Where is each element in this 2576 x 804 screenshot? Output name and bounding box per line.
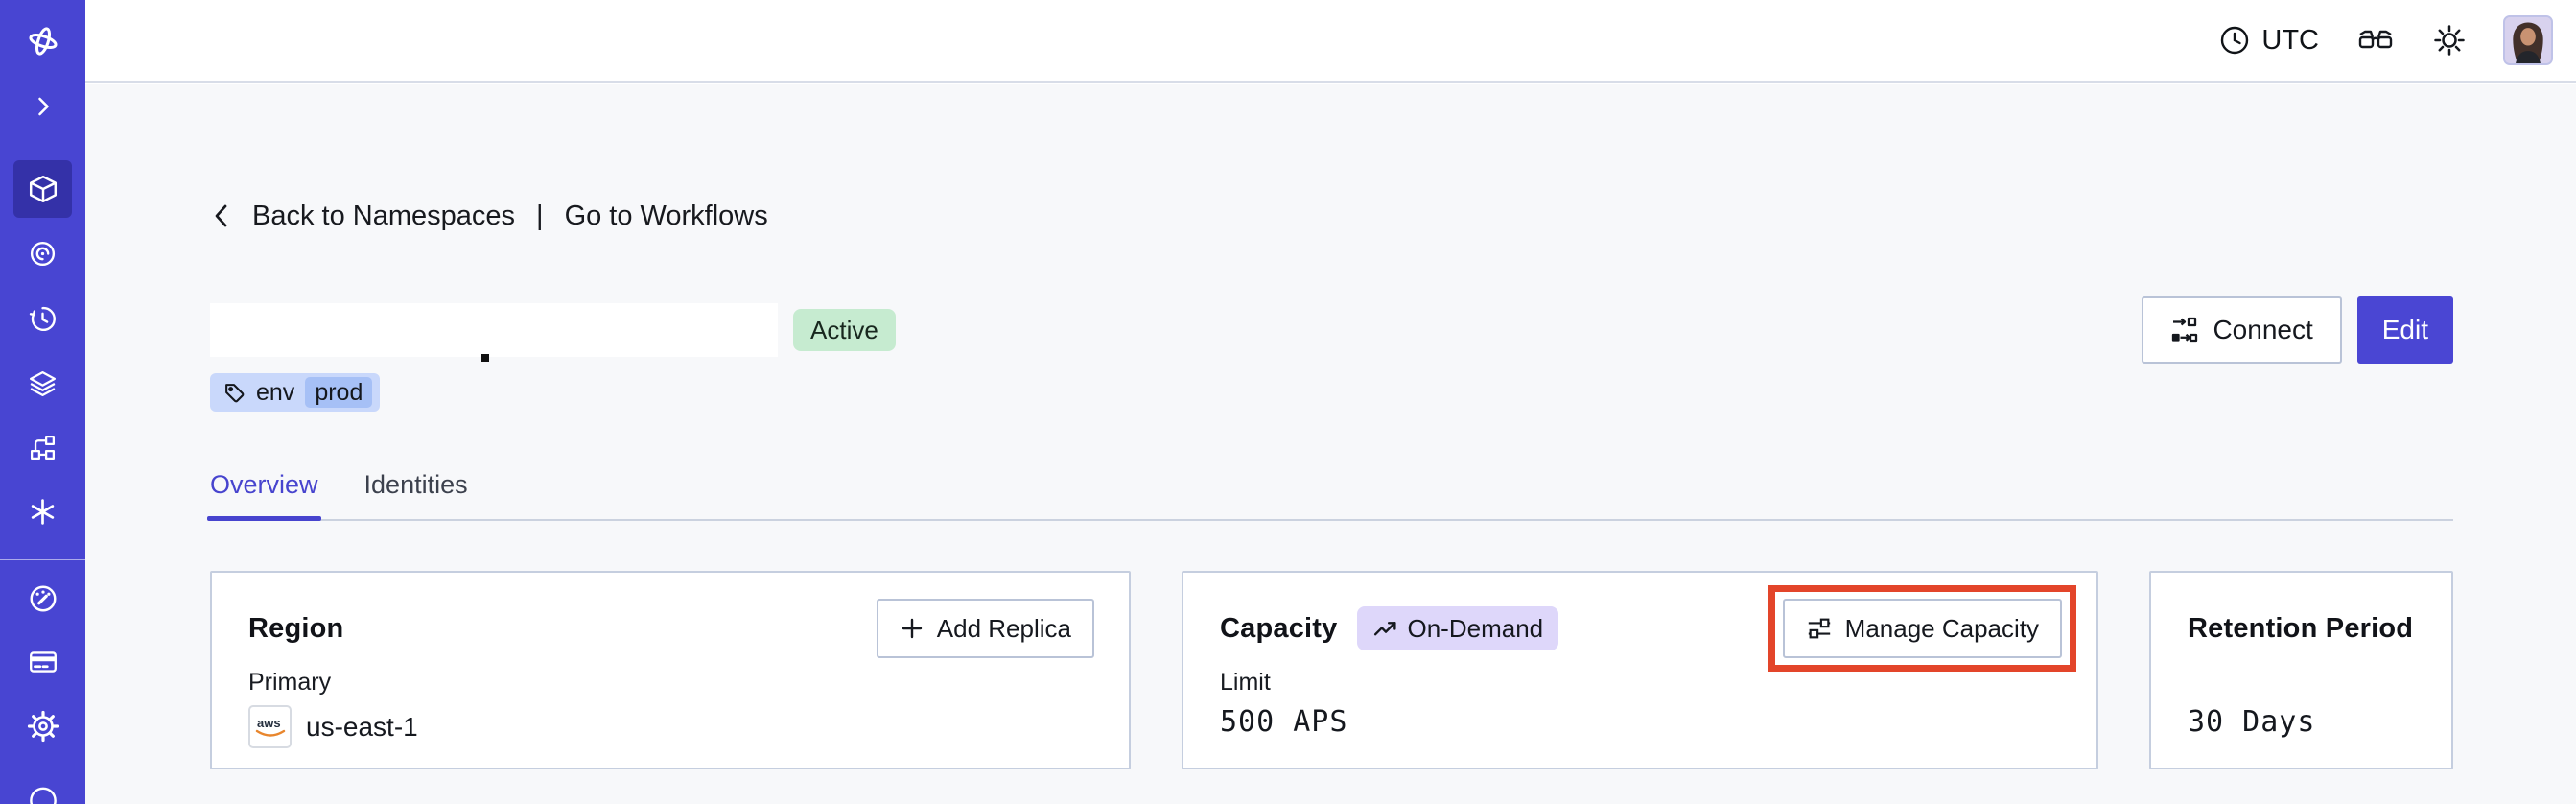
ondemand-label: On-Demand [1407, 613, 1544, 643]
sidebar-item-history[interactable] [0, 290, 85, 347]
sidebar-divider [0, 559, 85, 560]
deployments-branch-icon [30, 435, 56, 460]
primary-label: Primary [248, 669, 332, 696]
breadcrumb: Back to Namespaces | Go to Workflows [210, 197, 2453, 235]
theme-sun-icon[interactable] [2432, 23, 2467, 58]
capacity-value: 500 APS [1220, 705, 1348, 739]
back-chevron-icon[interactable] [210, 202, 235, 229]
sidebar-item-nexus[interactable] [0, 483, 85, 540]
redacted-text-artifact [481, 354, 489, 362]
aws-provider-badge: aws [248, 705, 292, 748]
breadcrumb-separator: | [536, 200, 544, 231]
sidebar-item-layers[interactable] [0, 354, 85, 412]
add-replica-button[interactable]: Add Replica [876, 599, 1094, 658]
capacity-card: Capacity On-Demand [1182, 571, 2098, 769]
retention-card: Retention Period 30 Days [2149, 571, 2453, 769]
sidebar-item-settings[interactable] [0, 698, 85, 755]
temporal-logo-icon[interactable] [0, 12, 85, 70]
support-circle-icon [29, 787, 57, 804]
sidebar [0, 0, 85, 804]
connect-button-label: Connect [2213, 315, 2313, 344]
settings-gear-icon [27, 710, 59, 743]
sidebar-expand-chevron-icon[interactable] [0, 78, 85, 135]
region-value: us-east-1 [306, 711, 418, 742]
layers-icon [29, 370, 57, 396]
timezone-label: UTC [2261, 24, 2319, 56]
tab-bar: Overview Identities [207, 470, 2453, 521]
labs-glasses-icon[interactable] [2355, 26, 2396, 55]
plus-icon [902, 618, 922, 639]
edit-button[interactable]: Edit [2356, 296, 2453, 364]
back-to-namespaces-link[interactable]: Back to Namespaces [252, 200, 516, 231]
sidebar-item-deployments[interactable] [0, 418, 85, 476]
user-avatar[interactable] [2503, 15, 2553, 65]
timezone-selector[interactable]: UTC [2219, 25, 2319, 57]
monitoring-spiral-icon [30, 241, 56, 266]
namespace-header: Active Connect Edit [210, 296, 2453, 365]
region-card-title: Region [248, 612, 344, 644]
redacted-namespace-name [210, 303, 778, 362]
status-badge: Active [793, 309, 896, 351]
tag-value: prod [305, 377, 373, 408]
region-card: Region Add Replica Primary aws us-east-1 [210, 571, 1131, 769]
sidebar-item-support[interactable] [0, 779, 85, 804]
ondemand-badge: On-Demand [1356, 606, 1559, 650]
sidebar-item-monitoring[interactable] [0, 225, 85, 282]
clock-icon [2221, 26, 2249, 55]
sliders-icon [1808, 618, 1830, 639]
tab-identities[interactable]: Identities [363, 470, 468, 499]
retention-value: 30 Days [2188, 705, 2316, 739]
tag-icon [225, 383, 245, 402]
retention-spacer [2188, 669, 2417, 700]
tab-overview[interactable]: Overview [207, 470, 321, 521]
connect-button[interactable]: Connect [2142, 296, 2342, 364]
usage-gauge-icon [30, 585, 56, 612]
capacity-card-title: Capacity [1220, 612, 1338, 644]
manage-capacity-label: Manage Capacity [1844, 613, 2039, 643]
manage-capacity-button[interactable]: Manage Capacity [1782, 599, 2062, 658]
aws-logo-text: aws [257, 716, 281, 730]
history-clock-icon [29, 306, 56, 331]
limit-label: Limit [1220, 669, 1271, 696]
sidebar-item-usage[interactable] [0, 570, 85, 627]
billing-card-icon [29, 651, 57, 673]
add-replica-label: Add Replica [936, 613, 1071, 643]
topbar: UTC [85, 0, 2576, 83]
namespace-tag-chip[interactable]: env prod [210, 373, 381, 412]
sidebar-item-namespaces[interactable] [0, 160, 85, 218]
trending-up-icon [1373, 621, 1396, 635]
main-content: Back to Namespaces | Go to Workflows Act… [85, 84, 2576, 804]
retention-card-title: Retention Period [2188, 612, 2414, 644]
namespaces-cube-icon [29, 175, 57, 203]
sidebar-item-billing[interactable] [0, 633, 85, 691]
summary-cards: Region Add Replica Primary aws us-east-1 [210, 571, 2453, 769]
connect-flow-icon [2172, 317, 2198, 343]
tag-key: env [256, 378, 295, 406]
nexus-asterisk-icon [31, 498, 55, 525]
go-to-workflows-link[interactable]: Go to Workflows [564, 200, 768, 231]
